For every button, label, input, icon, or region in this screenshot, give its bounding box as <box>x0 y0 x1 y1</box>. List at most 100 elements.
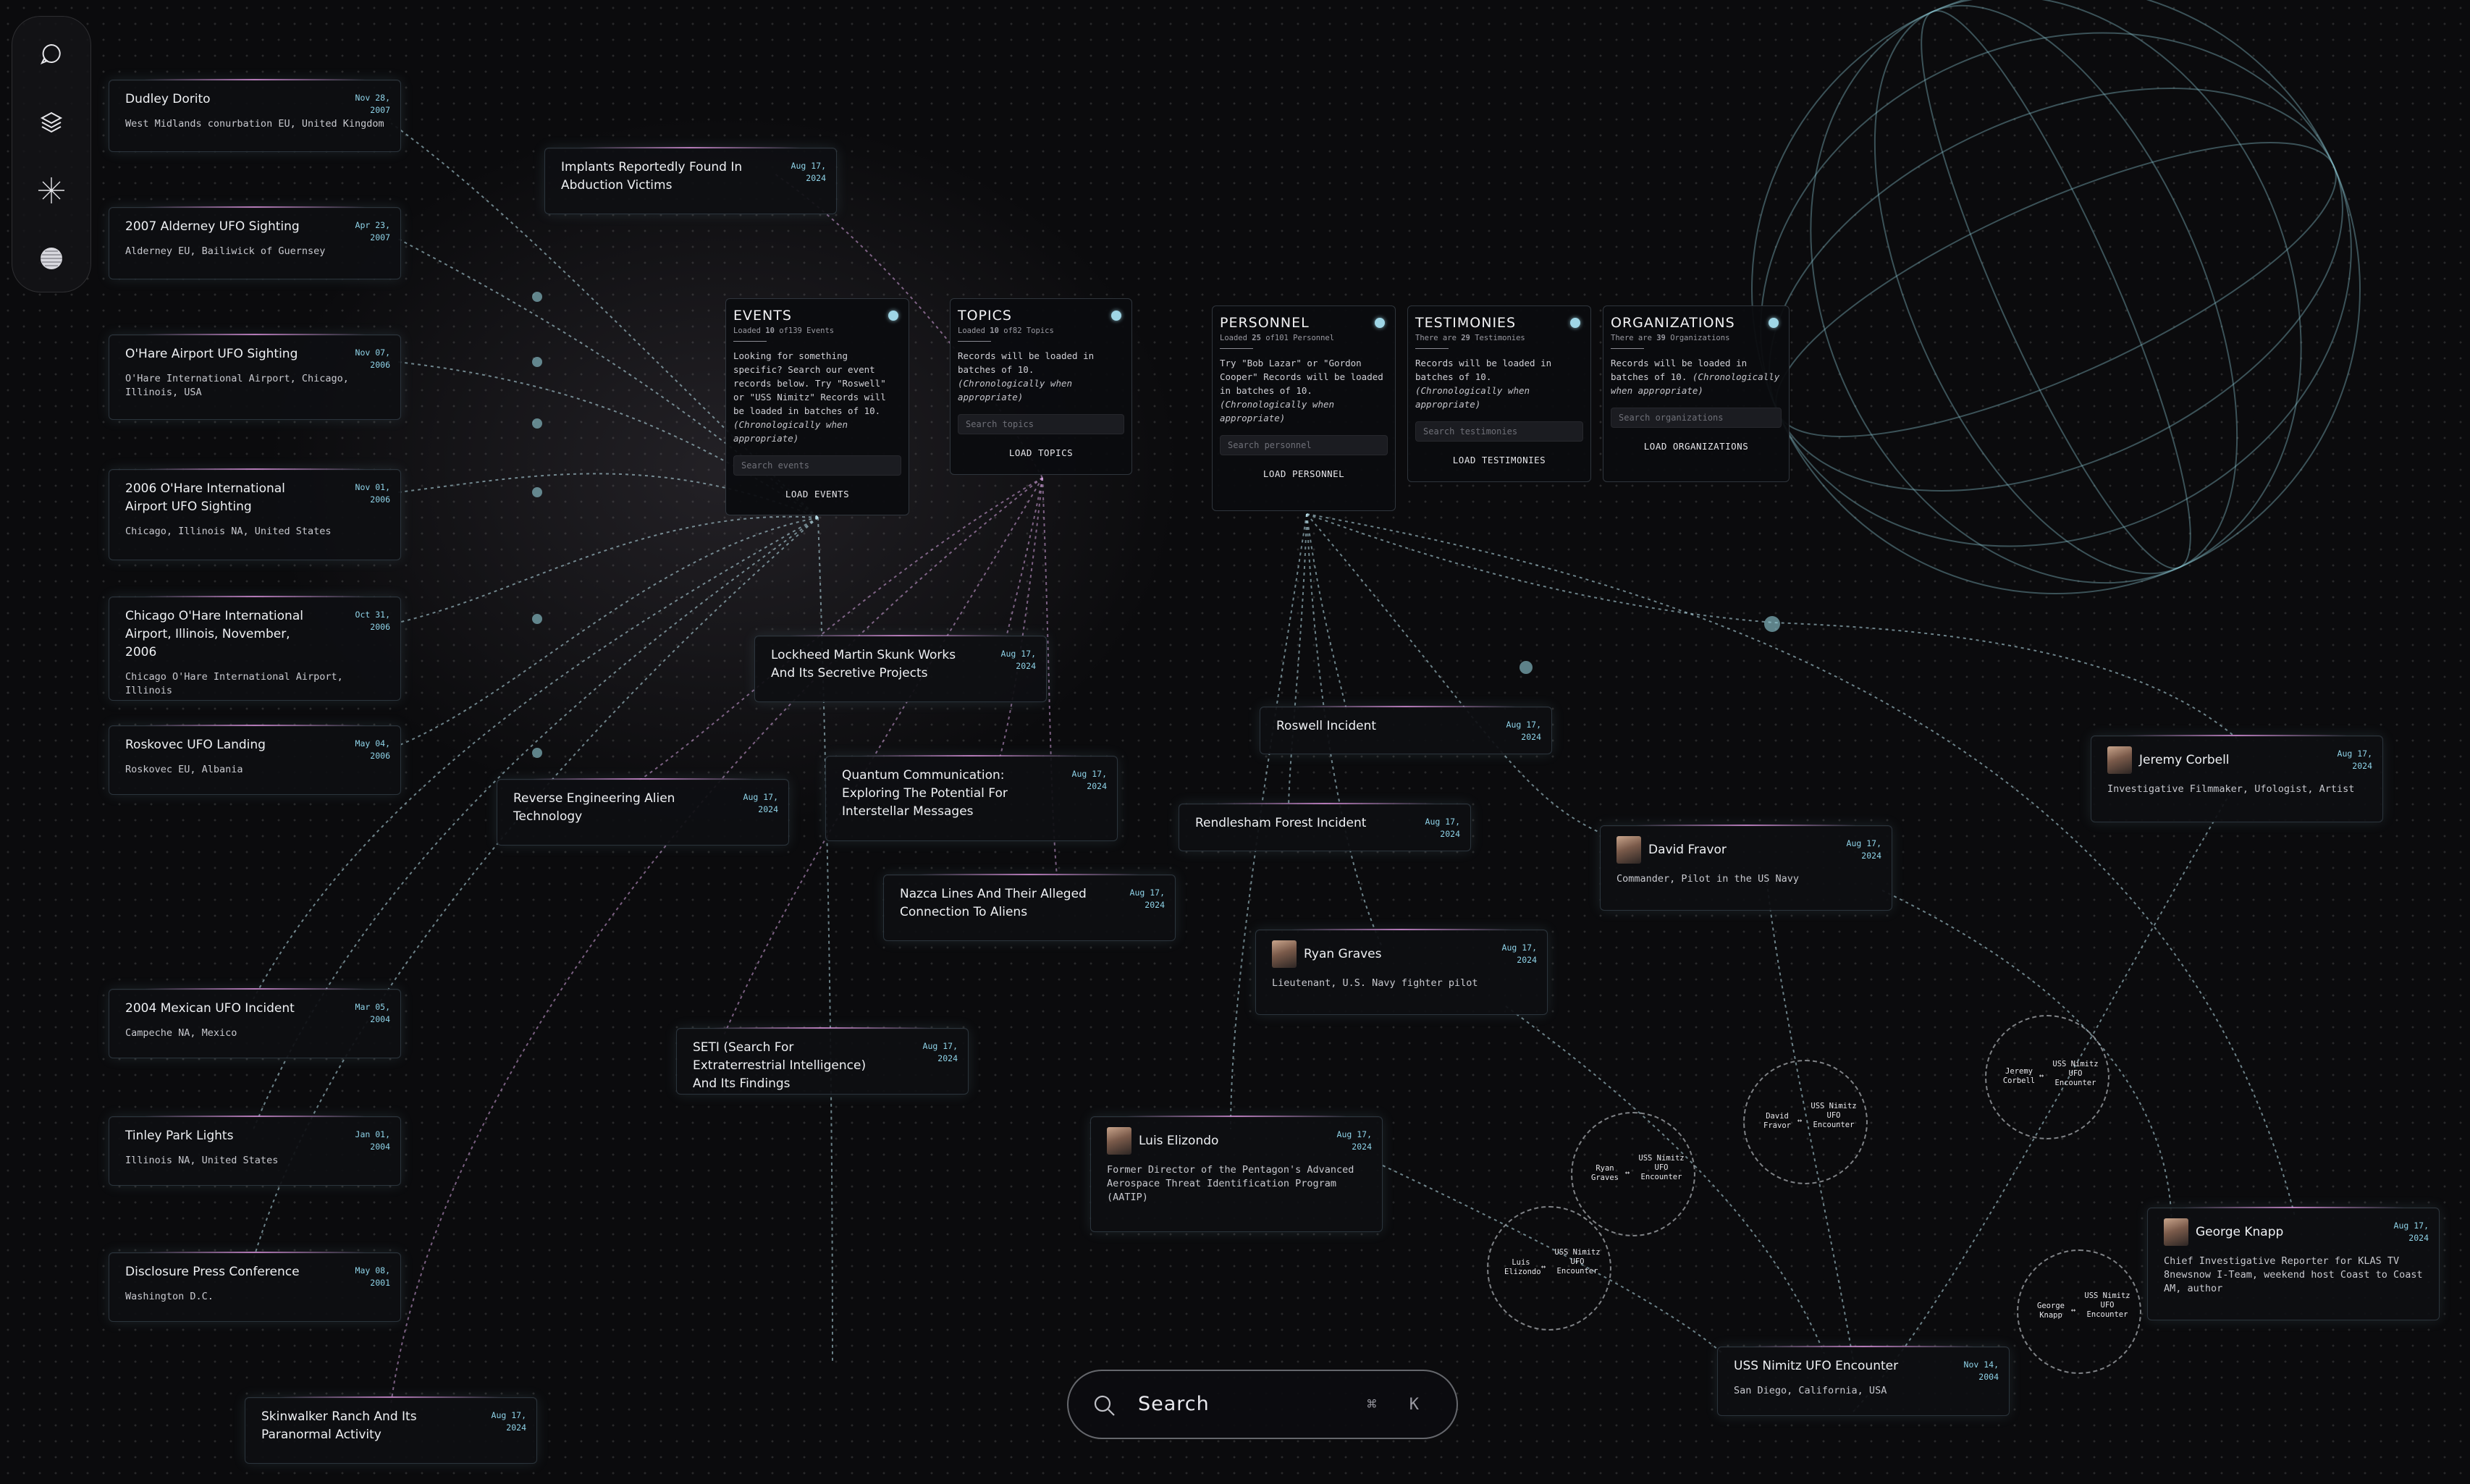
event-card[interactable]: O'Hare Airport UFO Sighting Nov 07, 2006… <box>109 334 401 420</box>
count-number: 39 <box>1656 334 1666 342</box>
testimony-node[interactable]: David Fravor ↔ USS Nimitz UFO Encounter <box>1743 1060 1868 1184</box>
topic-card[interactable]: Skinwalker Ranch And Its Paranormal Acti… <box>245 1396 537 1464</box>
event-date: Mar 05, 2004 <box>355 1002 390 1024</box>
divider <box>733 341 767 342</box>
testimony-node[interactable]: Luis Elizondo ↔ USS Nimitz UFO Encounter <box>1487 1206 1611 1331</box>
search-organizations-input[interactable]: Search organizations <box>1611 408 1782 428</box>
description-text: Records will be loaded in batches of 10. <box>1415 358 1552 382</box>
topic-title: Implants Reportedly Found In Abduction V… <box>561 160 743 193</box>
count-prefix: There are <box>1611 334 1652 342</box>
event-card[interactable]: 2004 Mexican UFO Incident Mar 05, 2004 C… <box>109 988 401 1058</box>
topic-card[interactable]: SETI (Search For Extraterrestrial Intell… <box>676 1027 969 1095</box>
event-card[interactable]: Tinley Park Lights Jan 01, 2004 Illinois… <box>109 1116 401 1186</box>
person-name: Luis Elizondo <box>1139 1134 1219 1148</box>
event-card[interactable]: Chicago O'Hare International Airport, Il… <box>109 596 401 701</box>
description-note: (Chronologically when appropriate) <box>1415 385 1530 410</box>
count-prefix: Loaded <box>733 326 761 335</box>
testimony-to: USS Nimitz UFO Encounter <box>1638 1154 1685 1181</box>
person-card[interactable]: Jeremy Corbell Aug 17, 2024 Investigativ… <box>2091 735 2383 822</box>
topic-date: Aug 17, 2024 <box>1129 888 1165 910</box>
event-title: O'Hare Airport UFO Sighting <box>125 347 298 361</box>
person-role: Former Director of the Pentagon's Advanc… <box>1107 1164 1354 1203</box>
keyboard-shortcut: ⌘ K <box>1367 1396 1430 1414</box>
global-search-bar[interactable]: Search ⌘ K <box>1067 1370 1458 1439</box>
event-card[interactable]: Dudley Dorito Nov 28, 2007 West Midlands… <box>109 79 401 152</box>
load-organizations-button[interactable]: LOAD ORGANIZATIONS <box>1643 441 1749 452</box>
person-date: Aug 17, 2024 <box>2393 1220 2429 1243</box>
search-events-input[interactable]: Search events <box>733 455 901 476</box>
person-header: Ryan Graves <box>1272 940 1531 968</box>
search-personnel-input[interactable]: Search personnel <box>1220 435 1388 455</box>
topic-card[interactable]: Implants Reportedly Found In Abduction V… <box>544 147 837 214</box>
event-location: Campeche NA, Mexico <box>125 1027 237 1039</box>
person-date: Aug 17, 2024 <box>2337 749 2372 771</box>
event-location: Alderney EU, Bailiwick of Guernsey <box>125 245 326 257</box>
divider <box>958 341 991 342</box>
event-title: Rendlesham Forest Incident <box>1195 816 1367 830</box>
event-title: 2006 O'Hare International Airport UFO Si… <box>125 481 285 514</box>
link-arrow-icon: ↔ <box>2039 1071 2044 1080</box>
description-note: (Chronologically when appropriate) <box>1220 399 1335 423</box>
person-card[interactable]: Ryan Graves Aug 17, 2024 Lieutenant, U.S… <box>1255 929 1548 1015</box>
sparkle-icon[interactable] <box>37 176 66 205</box>
avatar <box>2164 1218 2188 1246</box>
layers-icon[interactable] <box>37 108 66 137</box>
chat-bubble-icon[interactable] <box>37 40 66 69</box>
status-dot-icon <box>1375 318 1385 328</box>
events-panel: EVENTS Loaded 10 of139 Events Looking fo… <box>725 298 909 515</box>
load-topics-button[interactable]: LOAD TOPICS <box>1008 447 1074 458</box>
topic-card[interactable]: Lockheed Martin Skunk Works And Its Secr… <box>754 635 1047 702</box>
person-role: Lieutenant, U.S. Navy fighter pilot <box>1272 977 1478 989</box>
person-date: Aug 17, 2024 <box>1336 1129 1372 1152</box>
panel-heading: EVENTS <box>733 308 792 324</box>
person-name: David Fravor <box>1648 843 1727 857</box>
event-card[interactable]: Roswell Incident Aug 17, 2024 <box>1260 706 1552 754</box>
load-events-button[interactable]: LOAD EVENTS <box>785 489 850 499</box>
person-date: Aug 17, 2024 <box>1501 943 1537 965</box>
count-suffix: of101 Personnel <box>1265 334 1335 342</box>
topic-card[interactable]: Quantum Communication: Exploring The Pot… <box>825 755 1118 841</box>
event-location: Washington D.C. <box>125 1291 214 1302</box>
event-location: Chicago, Illinois NA, United States <box>125 526 332 537</box>
topic-title: Lockheed Martin Skunk Works And Its Secr… <box>771 648 956 680</box>
event-card[interactable]: USS Nimitz UFO Encounter Nov 14, 2004 Sa… <box>1717 1346 2010 1416</box>
person-card[interactable]: David Fravor Aug 17, 2024 Commander, Pil… <box>1600 825 1892 911</box>
description-note: (Chronologically when appropriate) <box>733 419 848 444</box>
count-suffix: Testimonies <box>1475 334 1525 342</box>
globe-wireframe <box>1751 0 2361 594</box>
event-location: Chicago O'Hare International Airport, Il… <box>125 671 343 696</box>
event-card[interactable]: 2007 Alderney UFO Sighting Apr 23, 2007 … <box>109 206 401 279</box>
search-testimonies-input[interactable]: Search testimonies <box>1415 421 1583 442</box>
person-date: Aug 17, 2024 <box>1846 838 1881 861</box>
panel-description: Try "Bob Lazar" or "Gordon Cooper" Recor… <box>1220 356 1388 425</box>
link-arrow-icon: ↔ <box>2070 1306 2076 1315</box>
event-card[interactable]: Rendlesham Forest Incident Aug 17, 2024 <box>1179 803 1471 851</box>
globe-icon[interactable] <box>37 244 66 273</box>
search-topics-input[interactable]: Search topics <box>958 414 1124 434</box>
edge-junctions <box>532 292 1780 758</box>
testimony-node[interactable]: George Knapp ↔ USS Nimitz UFO Encounter <box>2017 1249 2141 1374</box>
avatar <box>1617 836 1641 864</box>
topic-date: Aug 17, 2024 <box>491 1410 526 1433</box>
load-testimonies-button[interactable]: LOAD TESTIMONIES <box>1452 455 1546 465</box>
description-text: Looking for something specific? Search o… <box>733 350 886 416</box>
event-card[interactable]: Disclosure Press Conference May 08, 2001… <box>109 1252 401 1322</box>
event-title: Dudley Dorito <box>125 92 211 106</box>
event-card[interactable]: Roskovec UFO Landing May 04, 2006 Roskov… <box>109 725 401 795</box>
panel-count: Loaded 10 of82 Topics <box>958 326 1124 335</box>
person-card[interactable]: Luis Elizondo Aug 17, 2024 Former Direct… <box>1090 1116 1383 1232</box>
testimony-to: USS Nimitz UFO Encounter <box>1811 1102 1857 1129</box>
topic-card[interactable]: Reverse Engineering Alien Technology Aug… <box>497 778 789 846</box>
load-personnel-button[interactable]: LOAD PERSONNEL <box>1263 468 1345 479</box>
organizations-panel: ORGANIZATIONS There are 39 Organizations… <box>1603 305 1790 482</box>
event-date: Nov 28, 2007 <box>355 93 390 115</box>
testimony-node[interactable]: Jeremy Corbell ↔ USS Nimitz UFO Encounte… <box>1985 1015 2109 1139</box>
testimony-node[interactable]: Ryan Graves ↔ USS Nimitz UFO Encounter <box>1571 1112 1695 1236</box>
event-date: Nov 01, 2006 <box>355 482 390 505</box>
topic-card[interactable]: Nazca Lines And Their Alleged Connection… <box>883 874 1176 941</box>
status-dot-icon <box>1111 311 1121 321</box>
event-card[interactable]: 2006 O'Hare International Airport UFO Si… <box>109 468 401 560</box>
testimony-from: Luis Elizondo <box>1504 1258 1541 1276</box>
count-number: 25 <box>1252 334 1261 342</box>
person-card[interactable]: George Knapp Aug 17, 2024 Chief Investig… <box>2147 1207 2440 1320</box>
